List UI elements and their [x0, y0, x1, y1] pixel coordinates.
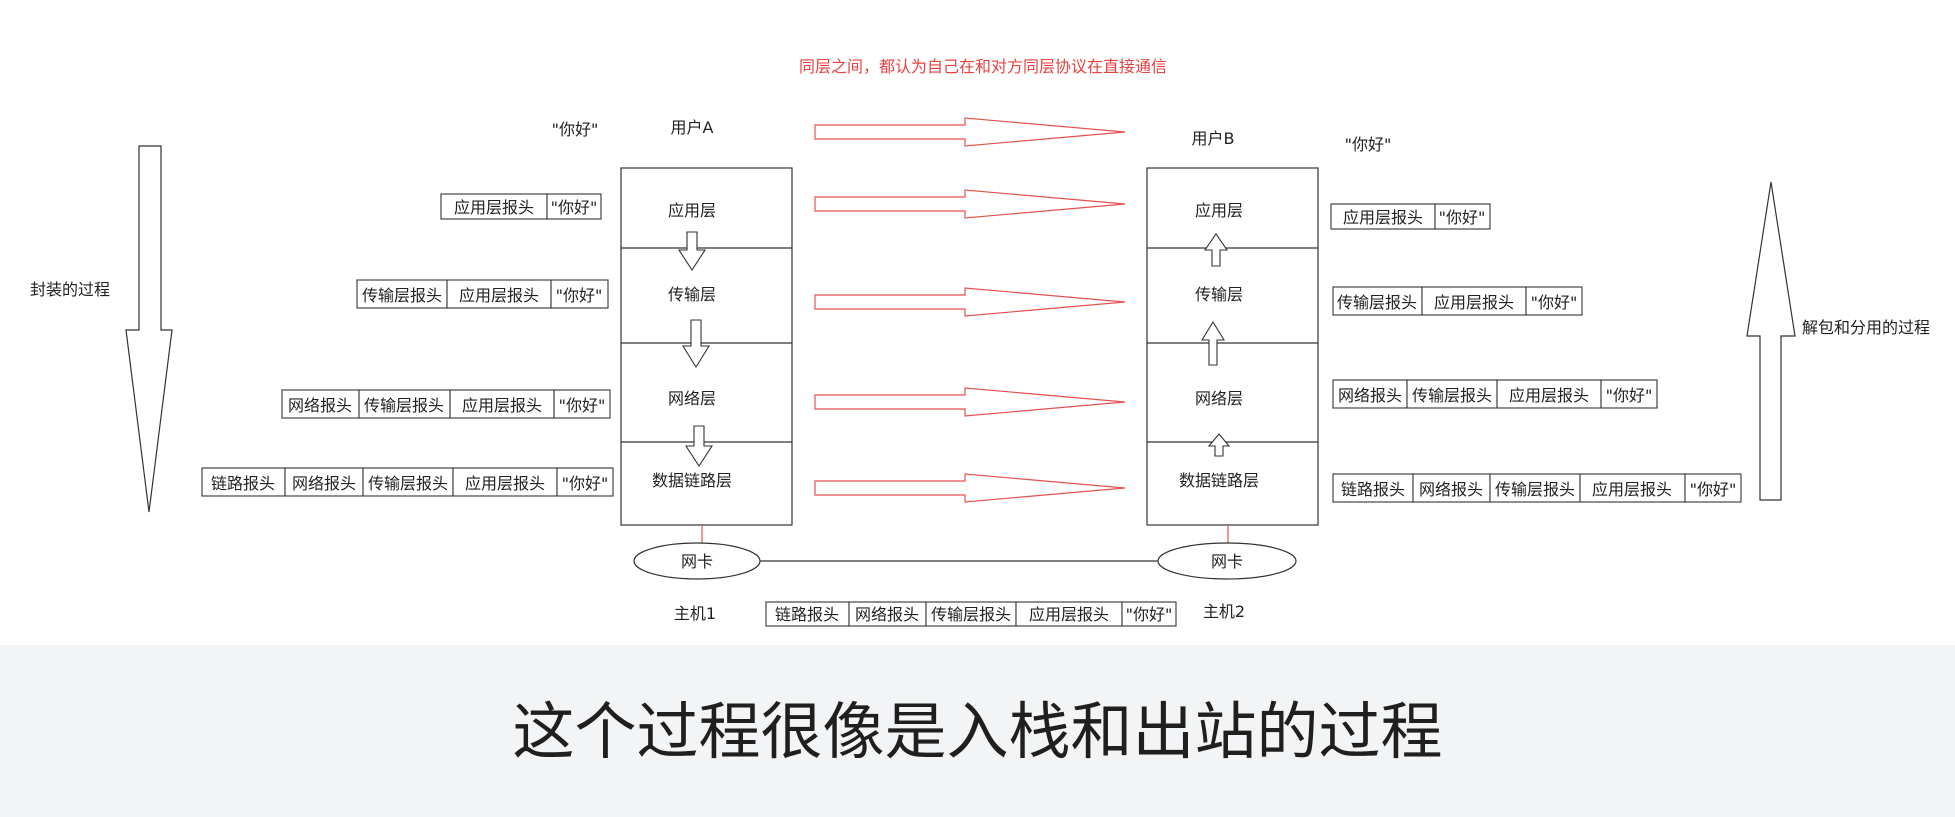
header-app: 应用层报头 [459, 286, 539, 305]
header-app: 应用层报头 [454, 198, 534, 217]
host-b-stack: 应用层 传输层 网络层 数据链路层 [1146, 167, 1319, 545]
host-a-label: 主机1 [674, 604, 716, 623]
header-network: 网络报头 [855, 605, 919, 624]
peer-arrow-application [814, 189, 1126, 219]
caption: 这个过程很像是入栈和出站的过程 [512, 695, 1443, 768]
header-app: 应用层报头 [465, 474, 545, 493]
header-link: 链路报头 [211, 474, 275, 493]
host-b-application-packet: 应用层报头 "你好" [1330, 203, 1491, 230]
up-arrow-icon [1207, 433, 1231, 457]
header-network: 网络报头 [292, 474, 356, 493]
up-arrow-icon [1203, 233, 1229, 267]
host-a-layer-transport: 传输层 [668, 285, 716, 304]
header-network: 网络报头 [1419, 480, 1483, 499]
peer-arrow-network [814, 387, 1126, 417]
host-b-layer-network: 网络层 [1195, 389, 1243, 408]
payload: "你好" [1439, 208, 1486, 227]
header-app: 应用层报头 [462, 396, 542, 415]
host-a-layer-link: 数据链路层 [652, 471, 732, 490]
up-arrow-icon [1201, 320, 1225, 366]
header-transport: 传输层报头 [368, 474, 448, 493]
down-arrow-icon [677, 231, 707, 272]
protocol-encapsulation-diagram: 同层之间，都认为自己在和对方同层协议在直接通信 "你好" 用户A 应用层 传输层… [30, 57, 1931, 627]
host-a-transport-packet: 传输层报头 应用层报头 "你好" [356, 279, 609, 309]
caption-area: 这个过程很像是入栈和出站的过程 [0, 645, 1955, 817]
payload: "你好" [1531, 293, 1578, 312]
host-b-nic [1157, 542, 1297, 580]
host-b-user: 用户B [1192, 129, 1235, 148]
host-a-application-packet: 应用层报头 "你好" [440, 193, 602, 220]
header-app: 应用层报头 [1592, 480, 1672, 499]
header-network: 网络报头 [288, 396, 352, 415]
header-app: 应用层报头 [1029, 605, 1109, 624]
header-transport: 传输层报头 [364, 396, 444, 415]
host-b-message: "你好" [1345, 135, 1392, 154]
down-arrow-icon [684, 425, 714, 468]
host-a-layer-network: 网络层 [668, 389, 716, 408]
host-b-nic-label: 网卡 [1211, 552, 1243, 571]
payload: "你好" [1606, 386, 1653, 405]
encapsulation-arrow-icon [125, 145, 173, 513]
header-app: 应用层报头 [1343, 208, 1423, 227]
payload: "你好" [559, 396, 606, 415]
host-b-transport-packet: 传输层报头 应用层报头 "你好" [1332, 286, 1583, 316]
encapsulation-label: 封装的过程 [30, 280, 110, 299]
host-b-layer-link: 数据链路层 [1179, 471, 1259, 490]
peer-arrow-user [814, 117, 1126, 147]
host-b-link-packet: 链路报头 网络报头 传输层报头 应用层报头 "你好" [1332, 473, 1742, 503]
host-a-user: 用户A [671, 118, 714, 137]
header-transport: 传输层报头 [931, 605, 1011, 624]
host-a-link-packet: 链路报头 网络报头 传输层报头 应用层报头 "你好" [201, 467, 614, 497]
peer-arrows [814, 117, 1126, 503]
decapsulation-label: 解包和分用的过程 [1802, 318, 1930, 337]
host-a-message: "你好" [552, 120, 599, 139]
payload: "你好" [556, 286, 603, 305]
host-b-layer-application: 应用层 [1195, 201, 1243, 220]
header-transport: 传输层报头 [362, 286, 442, 305]
host-a-nic-label: 网卡 [681, 552, 713, 571]
host-a-network-packet: 网络报头 传输层报头 应用层报头 "你好" [281, 389, 611, 419]
header-transport: 传输层报头 [1495, 480, 1575, 499]
payload: "你好" [562, 474, 609, 493]
down-arrow-icon [682, 319, 710, 369]
peer-arrow-link [814, 473, 1126, 503]
payload: "你好" [551, 198, 598, 217]
host-b-network-packet: 网络报头 传输层报头 应用层报头 "你好" [1332, 379, 1658, 409]
peer-communication-note: 同层之间，都认为自己在和对方同层协议在直接通信 [799, 57, 1167, 76]
header-app: 应用层报头 [1434, 293, 1514, 312]
header-link: 链路报头 [775, 605, 839, 624]
header-app: 应用层报头 [1509, 386, 1589, 405]
payload: "你好" [1126, 605, 1173, 624]
wire-frame-packet: 链路报头 网络报头 传输层报头 应用层报头 "你好" [765, 601, 1177, 627]
host-a-layer-application: 应用层 [668, 201, 716, 220]
host-b-layer-transport: 传输层 [1195, 285, 1243, 304]
decapsulation-arrow-icon [1746, 181, 1796, 501]
host-a-stack: 应用层 传输层 网络层 数据链路层 [620, 167, 793, 545]
header-transport: 传输层报头 [1337, 293, 1417, 312]
header-network: 网络报头 [1338, 386, 1402, 405]
header-transport: 传输层报头 [1412, 386, 1492, 405]
payload: "你好" [1690, 480, 1737, 499]
host-b-label: 主机2 [1203, 602, 1245, 621]
peer-arrow-transport [814, 287, 1126, 317]
header-link: 链路报头 [1341, 480, 1405, 499]
